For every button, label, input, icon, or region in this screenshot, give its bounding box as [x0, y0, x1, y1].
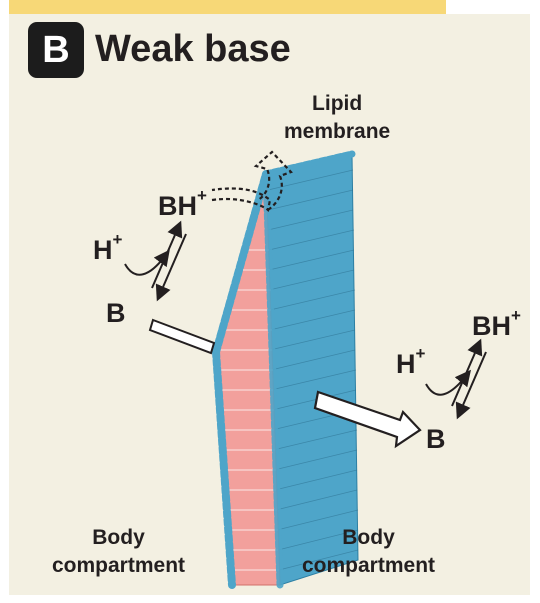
right-cation-label: BH+: [472, 310, 521, 342]
right-compartment-label: Body compartment: [302, 524, 435, 580]
membrane-label-line2: membrane: [284, 118, 390, 146]
right-proton-charge: +: [416, 344, 426, 363]
right-cation-text: BH: [472, 311, 511, 341]
right-cation-charge: +: [511, 306, 521, 325]
left-cation-charge: +: [197, 186, 207, 205]
left-compartment-line2: compartment: [52, 552, 185, 580]
right-proton-text: H: [396, 349, 416, 379]
membrane-label: Lipid membrane: [284, 90, 390, 146]
right-proton-label: H+: [396, 348, 425, 380]
right-compartment-line2: compartment: [302, 552, 435, 580]
right-base-label: B: [426, 424, 446, 455]
left-base-label: B: [106, 298, 126, 329]
left-proton-charge: +: [113, 230, 123, 249]
left-proton-label: H+: [93, 234, 122, 266]
left-compartment-line1: Body: [52, 524, 185, 552]
left-proton-text: H: [93, 235, 113, 265]
left-compartment-label: Body compartment: [52, 524, 185, 580]
left-cation-label: BH+: [158, 190, 207, 222]
membrane-label-line1: Lipid: [284, 90, 390, 118]
left-cation-text: BH: [158, 191, 197, 221]
right-compartment-line1: Body: [302, 524, 435, 552]
left-equilibrium-arrows: [125, 228, 186, 294]
right-equilibrium-arrows: [426, 346, 486, 412]
lipid-bilayer: [216, 154, 358, 585]
